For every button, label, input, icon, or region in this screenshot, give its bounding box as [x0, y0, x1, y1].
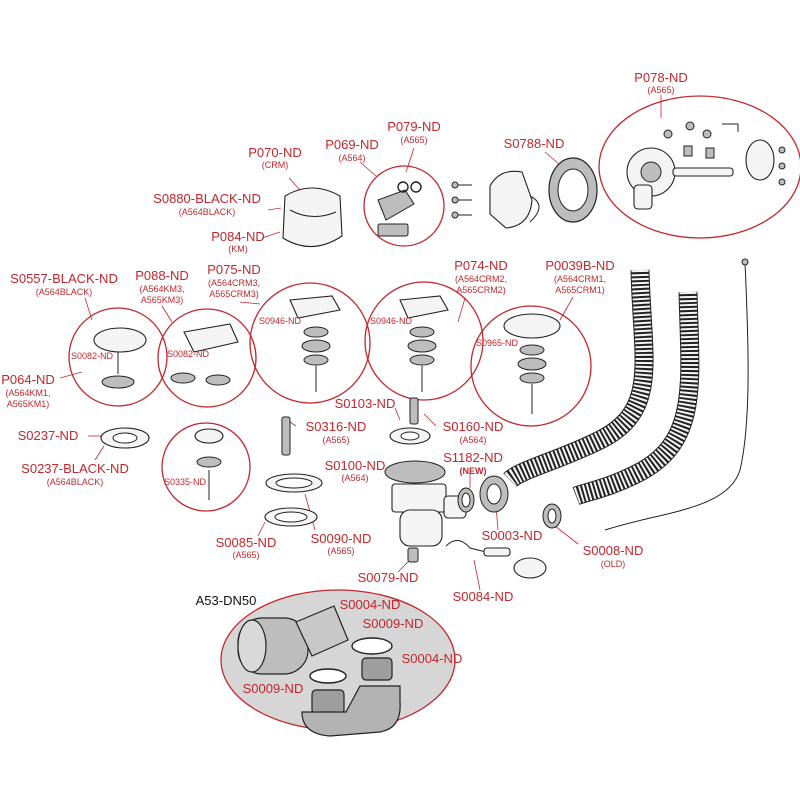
label-s1182-new: (NEW)	[460, 466, 487, 476]
label-s0004-a: S0004-ND	[340, 597, 401, 612]
label-p064: P064-ND	[1, 372, 54, 387]
label-p064-sub2: A565KM1)	[7, 399, 50, 409]
callout-circle-p069	[363, 165, 445, 247]
label-p069-sub: (A564)	[338, 153, 365, 163]
label-s0946-b: S0946-ND	[370, 316, 413, 326]
label-s0003: S0003-ND	[482, 528, 543, 543]
label-s0008-sub: (OLD)	[601, 559, 626, 569]
label-s0316: S0316-ND	[306, 419, 367, 434]
label-s0880-sub: (A564BLACK)	[179, 207, 236, 217]
label-s0100: S0100-ND	[325, 458, 386, 473]
plug-stack-p075	[289, 295, 341, 392]
label-p074-sub1: (A564CRM2,	[455, 274, 507, 284]
label-s0237-black-sub: (A564BLACK)	[47, 477, 104, 487]
callout-circle-p0039b	[470, 305, 592, 427]
corrugated-hoses	[503, 269, 700, 505]
overflow-plate	[451, 170, 540, 229]
screw-s0160	[409, 397, 419, 425]
label-s0237-black: S0237-BLACK-ND	[21, 461, 129, 476]
label-s0004-b: S0004-ND	[402, 651, 463, 666]
label-p070-sub: (CRM)	[262, 160, 289, 170]
label-p070: P070-ND	[248, 145, 301, 160]
label-p079: P079-ND	[387, 119, 440, 134]
plug-stack-p074	[399, 295, 449, 392]
overflow-adapter-p069	[377, 181, 422, 237]
bowden-cable	[604, 258, 749, 531]
label-s0160: S0160-ND	[443, 419, 504, 434]
label-p079-sub: (A565)	[400, 135, 427, 145]
callout-circle-s0335	[161, 422, 251, 512]
label-s0946-a: S0946-ND	[259, 316, 302, 326]
label-a53: A53-DN50	[196, 593, 257, 608]
flange-s0103	[389, 427, 431, 445]
label-p064-sub1: (A564KM1,	[5, 388, 50, 398]
label-s1182: S1182-ND	[443, 450, 503, 465]
label-s0090: S0090-ND	[311, 531, 372, 546]
lever-s0084	[445, 540, 547, 579]
ring-s0237	[100, 427, 150, 449]
label-s0103: S0103-ND	[335, 396, 396, 411]
label-s0085-sub: (A565)	[232, 550, 259, 560]
label-p069: P069-ND	[325, 137, 378, 152]
label-s0082-a: S0082-ND	[71, 351, 114, 361]
label-s0316-sub: (A565)	[322, 435, 349, 445]
label-p074-sub2: A565CRM2)	[456, 285, 506, 295]
label-p078-sub: (A565)	[647, 85, 674, 95]
label-s0557-sub: (A564BLACK)	[36, 287, 93, 297]
label-s0085: S0085-ND	[216, 535, 277, 550]
drain-body	[384, 460, 467, 563]
callout-circle-p075	[249, 282, 371, 404]
label-p084: P084-ND	[211, 229, 264, 244]
callout-circle-p078	[598, 95, 800, 239]
label-p075: P075-ND	[207, 262, 260, 277]
label-s0965: S0965-ND	[476, 338, 519, 348]
callout-circle-s0557	[68, 307, 168, 407]
ring-s0008	[542, 503, 562, 529]
plug-p088	[170, 323, 239, 386]
label-p088-sub1: (A564KM3,	[139, 284, 184, 294]
label-p088: P088-ND	[135, 268, 188, 283]
label-s0009-a: S0009-ND	[363, 616, 424, 631]
label-s0788: S0788-ND	[504, 136, 565, 151]
ring-s0085	[264, 507, 318, 527]
siphon-a53	[237, 605, 401, 737]
label-p088-sub2: A565KM3)	[141, 295, 184, 305]
label-s0557: S0557-BLACK-ND	[10, 271, 118, 286]
label-p074: P074-ND	[454, 258, 507, 273]
label-s0880: S0880-BLACK-ND	[153, 191, 261, 206]
overflow-cap-p070	[282, 187, 343, 248]
callout-circle-p074	[364, 281, 484, 401]
label-p084-sub: (KM)	[228, 244, 248, 254]
label-s0090-sub: (A565)	[327, 546, 354, 556]
label-s0084: S0084-ND	[453, 589, 514, 604]
label-p0039b-sub1: (A564CRM1,	[554, 274, 606, 284]
plug-stack-p0039b	[503, 313, 561, 414]
overflow-assembly-p078	[626, 121, 786, 210]
label-s0100-sub: (A564)	[341, 473, 368, 483]
label-p075-sub1: (A564CRM3,	[208, 278, 260, 288]
nut-s1182	[457, 487, 475, 513]
label-p078: P078-ND	[634, 70, 687, 85]
label-p0039b-sub2: A565CRM1)	[555, 285, 605, 295]
gasket-ring-s0788	[548, 157, 598, 223]
ring-s0090	[265, 473, 323, 493]
label-s0008: S0008-ND	[583, 543, 644, 558]
nut-s0003	[479, 475, 509, 513]
label-p0039b: P0039B-ND	[545, 258, 614, 273]
label-s0160-sub: (A564)	[459, 435, 486, 445]
screw-s0316	[281, 416, 291, 456]
plug-s0557	[93, 327, 147, 389]
label-s0237: S0237-ND	[18, 428, 79, 443]
label-s0082-b: S0082-ND	[167, 349, 210, 359]
label-s0009-b: S0009-ND	[243, 681, 304, 696]
callout-circle-p088	[157, 308, 257, 408]
label-s0079: S0079-ND	[358, 570, 419, 585]
label-s0335: S0335-ND	[164, 477, 207, 487]
label-p075-sub2: A565CRM3)	[209, 289, 259, 299]
leader-lines	[59, 95, 662, 591]
plug-set-s0335	[194, 428, 224, 500]
